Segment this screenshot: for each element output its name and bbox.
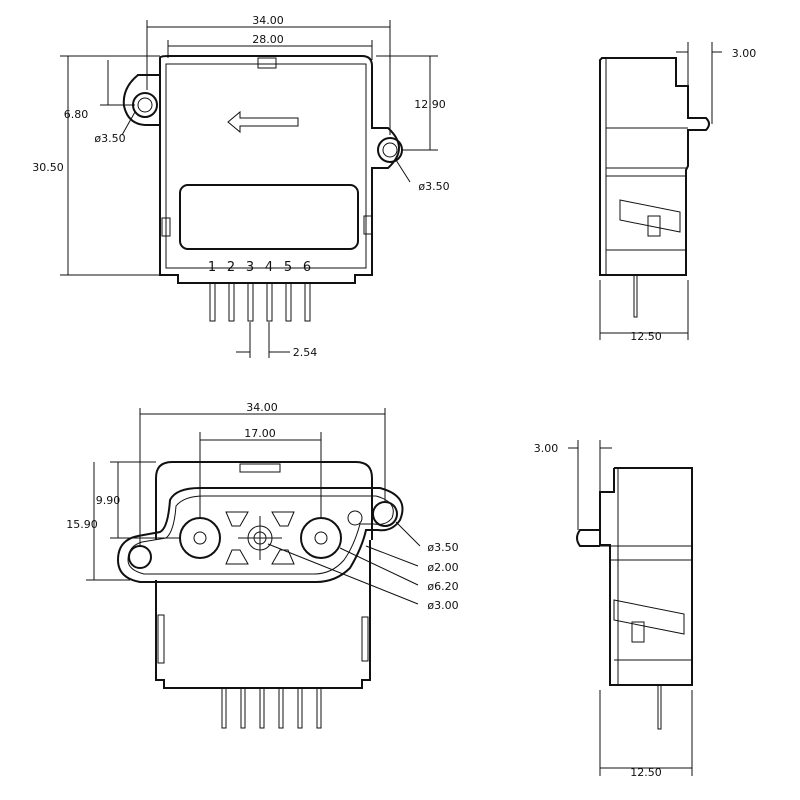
front-body-inner — [165, 63, 367, 269]
bottom-hole-left — [128, 545, 152, 569]
front-right-hole — [382, 142, 398, 158]
side-bottom-body — [576, 467, 693, 686]
front-view: 1 2 3 4 5 6 34.00 28.00 30.50 6.80 ø3.50… — [32, 14, 449, 359]
dim-bottom-port-inner-dia: ø3.00 — [427, 599, 458, 612]
dim-bottom-width-overall: 34.00 — [246, 401, 278, 414]
pin-number-5: 5 — [284, 260, 292, 275]
dim-side-top-port-length: 3.00 — [732, 47, 757, 60]
bottom-flange — [116, 487, 404, 583]
front-top-notch — [257, 57, 277, 69]
dim-bottom-port-spacing: 17.00 — [244, 427, 276, 440]
dim-front-hole-dia-right: ø3.50 — [418, 180, 449, 193]
front-left-ear — [122, 74, 160, 126]
flow-arrow-icon — [227, 110, 299, 134]
front-right-clip — [363, 215, 373, 235]
dim-front-height: 30.50 — [32, 161, 64, 174]
dim-bottom-height-b: 15.90 — [66, 518, 98, 531]
dim-bottom-center-dia: ø2.00 — [427, 561, 458, 574]
front-body-outline — [159, 55, 400, 284]
dim-side-bottom-port-length: 3.00 — [534, 442, 559, 455]
pin-number-1: 1 — [208, 260, 216, 275]
bottom-body-rear — [155, 540, 371, 689]
front-left-hole — [137, 97, 153, 113]
pin-number-6: 6 — [303, 260, 311, 275]
side-bottom-pin — [657, 684, 662, 730]
dim-front-width-body: 28.00 — [252, 33, 284, 46]
bottom-port-right-inner — [314, 531, 328, 545]
bottom-port-left-inner — [193, 531, 207, 545]
bottom-body-top — [155, 461, 373, 540]
side-view-bottom: 3.00 12.50 — [534, 440, 693, 779]
side-view-top: 3.00 12.50 — [599, 42, 757, 343]
bottom-port-left-outer — [179, 517, 221, 559]
dim-front-pin-pitch: 2.54 — [293, 346, 318, 359]
bottom-view: 34.00 17.00 9.90 15.90 ø3.50 ø2.00 ø6.20… — [66, 401, 459, 729]
dim-front-width-overall: 34.00 — [252, 14, 284, 27]
pin-number-2: 2 — [227, 260, 235, 275]
dim-bottom-port-outer-dia: ø6.20 — [427, 580, 458, 593]
dim-front-hole-offset-right: 12.90 — [414, 98, 446, 111]
bottom-hole-small — [347, 510, 363, 526]
pin-number-3: 3 — [246, 260, 254, 275]
dim-bottom-hole-dia: ø3.50 — [427, 541, 458, 554]
front-label-window — [179, 184, 359, 250]
bottom-port-right-outer — [300, 517, 342, 559]
dim-side-bottom-depth: 12.50 — [630, 766, 662, 779]
dim-front-hole-dia-left: ø3.50 — [94, 132, 125, 145]
dim-front-hole-offset-left: 6.80 — [64, 108, 89, 121]
front-pins — [209, 282, 311, 322]
front-left-hole-outer — [132, 92, 158, 118]
side-top-pin — [633, 274, 638, 318]
front-left-clip — [161, 217, 171, 237]
dim-side-top-depth: 12.50 — [630, 330, 662, 343]
pin-number-4: 4 — [265, 260, 273, 275]
side-top-body — [599, 57, 710, 276]
bottom-pins — [221, 687, 322, 729]
dim-bottom-height-a: 9.90 — [96, 494, 121, 507]
